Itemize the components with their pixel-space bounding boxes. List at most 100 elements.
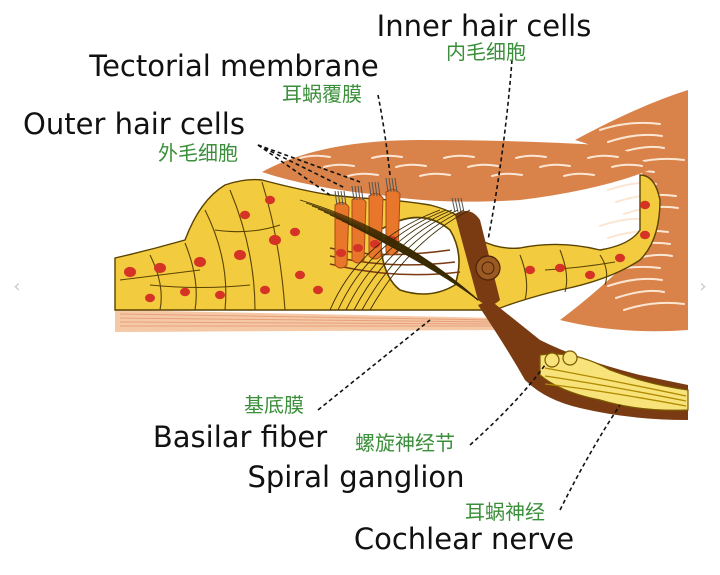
outer-hair-cell-nucleus	[353, 244, 363, 252]
stereocilia	[385, 177, 389, 193]
cell-nucleus	[215, 290, 225, 300]
tectorial-fiber	[371, 154, 403, 159]
nerve-fiber	[329, 209, 441, 311]
cell-wall	[184, 242, 197, 311]
cell-nucleus	[290, 227, 300, 237]
cell-nucleus	[555, 263, 565, 273]
nerve-fiber	[361, 209, 465, 311]
label-inner-hair-cells: Inner hair cells	[377, 9, 592, 43]
nerve-fiber	[353, 209, 459, 311]
leader-nerve	[559, 404, 621, 511]
label-inner-hair-cells-zh: 内毛细胞	[446, 40, 526, 64]
stereocilia	[388, 177, 392, 193]
nerve-fiber	[369, 209, 471, 311]
cell-wall	[119, 269, 201, 281]
basilar-stripe	[119, 317, 496, 323]
cell-nucleus	[154, 262, 166, 274]
stereocilia	[371, 181, 375, 197]
label-tectorial-membrane-zh: 耳蜗覆膜	[282, 82, 362, 106]
stereocilia	[394, 177, 398, 193]
tectorial-fiber	[515, 154, 547, 159]
outer-hair-cell	[334, 201, 350, 269]
cell-nucleus	[525, 265, 535, 275]
leader-outer-2	[257, 144, 346, 189]
cell-wall	[559, 249, 568, 293]
cell-wall	[149, 284, 251, 289]
leader-basilar	[317, 319, 431, 411]
cell-wall	[149, 254, 162, 311]
tectorial-fiber	[419, 172, 451, 177]
stereocilia	[368, 181, 372, 197]
outer-hair-cell-nucleus	[336, 249, 346, 257]
basilar-stripe	[119, 321, 496, 325]
leader-ganglion	[469, 364, 546, 446]
inner-stereocilia	[454, 197, 459, 213]
leader-tectorial	[377, 94, 391, 176]
stereocilia	[334, 190, 338, 206]
inner-stereocilia	[457, 197, 462, 213]
tectorial-fiber	[395, 163, 427, 168]
cell-wall	[204, 209, 227, 311]
tectorial-fiber	[587, 154, 619, 159]
cell-nucleus	[640, 200, 650, 210]
label-cochlear-nerve: Cochlear nerve	[354, 522, 574, 556]
label-spiral-ganglion-zh: 螺旋神经节	[355, 431, 455, 455]
label-outer-hair-cells: Outer hair cells	[23, 107, 245, 141]
cell-wall	[544, 261, 616, 271]
cell-nucleus	[180, 287, 190, 297]
tectorial-fiber	[443, 154, 475, 159]
tectorial-fiber	[539, 163, 571, 168]
inner-stereocilia	[451, 197, 456, 213]
leader-lines	[257, 59, 621, 511]
stereocilia	[357, 185, 361, 201]
stereocilia	[337, 190, 341, 206]
ganglion-fiber	[544, 367, 687, 397]
nerve-fiber	[337, 209, 447, 311]
inner-hair-cell	[455, 211, 501, 305]
cell-nucleus	[145, 293, 155, 303]
cell-nucleus	[194, 256, 206, 268]
stereocilia	[374, 181, 378, 197]
stereocilia	[377, 181, 381, 197]
cell-nucleus	[240, 210, 250, 220]
cell-wall	[599, 254, 608, 286]
limbus-fiber	[607, 277, 663, 287]
cell-nucleus	[615, 253, 625, 263]
cell-wall	[214, 224, 281, 233]
limbus-fiber	[607, 229, 669, 239]
label-basilar-fiber: Basilar fiber	[153, 420, 327, 454]
outer-hair-cell-nucleus	[370, 240, 380, 248]
cell-nucleus	[124, 266, 136, 278]
label-basilar-fiber-zh: 基底膜	[244, 393, 304, 417]
label-cochlear-nerve-zh: 耳蜗神经	[465, 500, 545, 524]
tectorial-fiber	[563, 172, 595, 177]
stereocilia	[340, 190, 344, 206]
label-tectorial-membrane: Tectorial membrane	[88, 49, 378, 83]
cell-nucleus	[313, 285, 323, 295]
prev-arrow-icon[interactable]: ‹	[13, 276, 21, 297]
stereocilia	[391, 177, 395, 193]
cell-nucleus	[640, 230, 650, 240]
spiral-ganglion-cells	[539, 350, 689, 411]
nerve-fiber	[345, 209, 453, 311]
limbus-fiber	[607, 133, 663, 143]
cell-nucleus	[295, 270, 305, 280]
cell-nucleus	[585, 270, 595, 280]
tectorial-fiber	[611, 163, 643, 168]
tectorial-fiber	[299, 154, 331, 159]
cell-nucleus	[234, 249, 246, 261]
stereocilia	[351, 185, 355, 201]
next-arrow-icon[interactable]: ›	[699, 276, 707, 297]
limbus-fiber	[623, 301, 685, 311]
label-spiral-ganglion: Spiral ganglion	[247, 460, 464, 494]
leader-inner-hair-cells	[487, 59, 513, 241]
outer-hair-cell	[368, 192, 384, 260]
limbus-fiber	[615, 289, 665, 299]
leader-outer-1	[257, 144, 331, 196]
cell-nucleus	[269, 234, 281, 246]
basilar-stripe	[119, 313, 496, 321]
tectorial-fiber	[467, 163, 499, 168]
stereocilia	[343, 190, 347, 206]
stereocilia	[354, 185, 358, 201]
